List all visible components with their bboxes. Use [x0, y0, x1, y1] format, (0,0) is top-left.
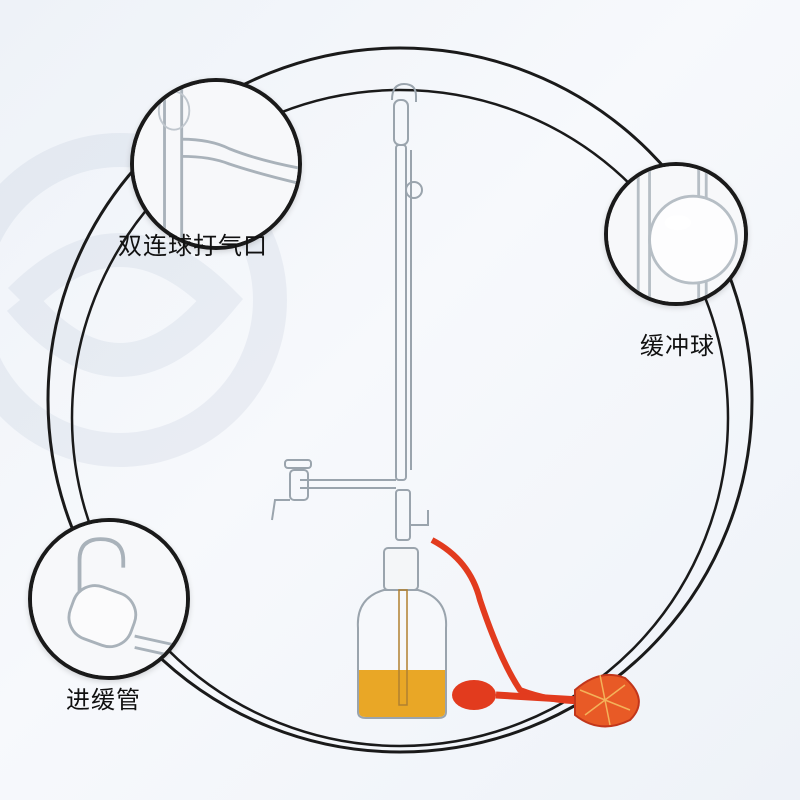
callout-bulb-inlet	[130, 78, 302, 250]
callout-buffer-bulb	[604, 162, 748, 306]
glass-side-arm-icon	[134, 82, 298, 246]
burette-apparatus	[271, 82, 429, 541]
outer-ring	[46, 46, 754, 754]
glass-hook-tube-icon	[32, 522, 186, 676]
rubber-bulb-assembly	[430, 537, 640, 728]
reagent-bottle	[356, 547, 448, 719]
inner-ring	[70, 88, 730, 748]
label-bulb-inlet: 双连球打气口	[118, 232, 268, 260]
callout-inlet-buffer-tube	[28, 518, 190, 680]
label-buffer-bulb: 缓冲球	[640, 332, 715, 360]
glass-bulb-icon	[608, 166, 744, 302]
label-inlet-buffer-tube: 进缓管	[66, 686, 141, 714]
watermark-logo	[0, 133, 287, 467]
